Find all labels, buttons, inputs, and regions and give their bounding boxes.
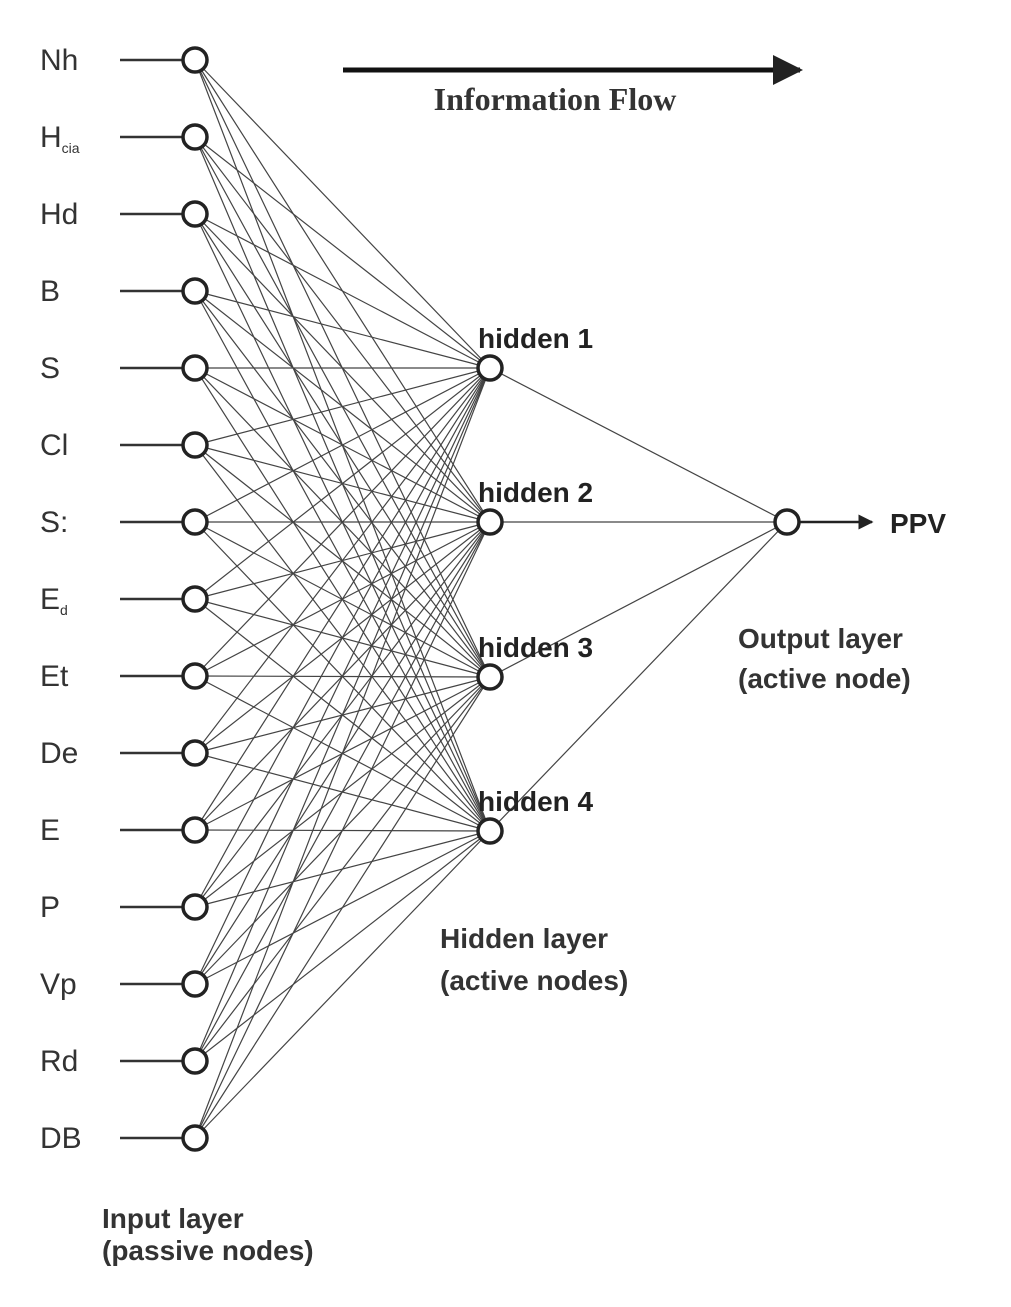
input-node-11	[181, 816, 209, 844]
hidden-label-4: hidden 4	[478, 786, 594, 817]
connection-hidden-1-output	[489, 367, 788, 523]
output-caption-line-2: (active node)	[738, 663, 911, 694]
output-layer-caption: Output layer (active node)	[738, 623, 911, 694]
output-label: PPV	[890, 508, 946, 539]
input-caption-line-2: (passive nodes)	[102, 1235, 314, 1266]
input-node-3	[181, 200, 209, 228]
input-label-13: Vp	[40, 968, 77, 1001]
input-label-1: Nh	[40, 44, 78, 77]
input-layer-caption: Input layer (passive nodes)	[102, 1203, 314, 1266]
hidden-node-1	[476, 354, 504, 382]
hidden-label-3: hidden 3	[478, 632, 593, 663]
input-label-2-main: H	[40, 121, 62, 154]
input-label-5: S	[40, 352, 60, 385]
input-label-7-main: S:	[40, 506, 68, 539]
input-label-1-main: Nh	[40, 44, 78, 77]
input-label-11: E	[40, 814, 60, 847]
connection-input-7-hidden-1	[194, 367, 491, 523]
connection-input-9-hidden-1	[194, 367, 491, 677]
input-label-3: Hd	[40, 198, 78, 231]
connection-input-15-hidden-3	[194, 676, 491, 1139]
input-label-8-sub: d	[60, 602, 68, 618]
input-label-11-main: E	[40, 814, 60, 847]
connection-input-15-hidden-4	[194, 830, 491, 1139]
connection-input-14-hidden-2	[194, 521, 491, 1062]
input-label-10: De	[40, 737, 78, 770]
output-node	[773, 508, 801, 536]
input-node-5	[181, 354, 209, 382]
input-label-6-main: Cl	[40, 429, 68, 462]
input-node-2	[181, 123, 209, 151]
connection-input-6-hidden-1	[194, 367, 491, 446]
connection-input-12-hidden-1	[194, 367, 491, 908]
input-label-13-main: Vp	[40, 968, 77, 1001]
hidden-layer-caption: Hidden layer (active nodes)	[440, 923, 628, 996]
input-label-15-main: DB	[40, 1122, 82, 1155]
connection-input-4-hidden-1	[194, 290, 491, 369]
input-caption-line-1: Input layer	[102, 1203, 244, 1234]
input-node-7	[181, 508, 209, 536]
input-label-14-main: Rd	[40, 1045, 78, 1078]
connection-input-2-hidden-1	[194, 136, 491, 369]
input-node-8	[181, 585, 209, 613]
input-node-6	[181, 431, 209, 459]
input-label-8: Ed	[40, 583, 68, 618]
hidden-layer: hidden 1 hidden 2 hidden 3 hidden 4	[476, 323, 594, 845]
connection-input-1-hidden-1	[194, 59, 491, 369]
input-label-9: Et	[40, 660, 69, 693]
input-label-2-sub: cia	[62, 140, 80, 156]
hidden-node-2	[476, 508, 504, 536]
input-layer	[181, 46, 209, 1152]
connection-input-3-hidden-1	[194, 213, 491, 369]
input-label-12-main: P	[40, 891, 60, 924]
connection-input-13-hidden-1	[194, 367, 491, 985]
input-node-4	[181, 277, 209, 305]
output-caption-line-1: Output layer	[738, 623, 903, 654]
connection-input-8-hidden-1	[194, 367, 491, 600]
connections	[194, 59, 788, 1139]
connection-input-14-hidden-3	[194, 676, 491, 1062]
connection-hidden-4-output	[489, 521, 788, 832]
input-label-12: P	[40, 891, 60, 924]
input-node-14	[181, 1047, 209, 1075]
input-node-13	[181, 970, 209, 998]
input-label-6: Cl	[40, 429, 68, 462]
input-label-5-main: S	[40, 352, 60, 385]
input-node-12	[181, 893, 209, 921]
input-label-9-main: Et	[40, 660, 69, 693]
hidden-label-2: hidden 2	[478, 477, 593, 508]
hidden-caption-line-1: Hidden layer	[440, 923, 608, 954]
input-label-4-main: B	[40, 275, 60, 308]
input-label-7: S:	[40, 506, 68, 539]
input-label-3-main: Hd	[40, 198, 78, 231]
connection-input-15-hidden-1	[194, 367, 491, 1139]
hidden-caption-line-2: (active nodes)	[440, 965, 628, 996]
input-node-1	[181, 46, 209, 74]
input-node-10	[181, 739, 209, 767]
connection-hidden-3-output	[489, 521, 788, 678]
connection-input-11-hidden-1	[194, 367, 491, 831]
input-stubs	[120, 58, 183, 1140]
hidden-node-3	[476, 663, 504, 691]
hidden-node-4	[476, 817, 504, 845]
input-node-15	[181, 1124, 209, 1152]
input-label-14: Rd	[40, 1045, 78, 1078]
input-label-8-main: E	[40, 583, 60, 616]
connection-input-14-hidden-1	[194, 367, 491, 1062]
input-label-2: Hcia	[40, 121, 80, 156]
connection-input-15-hidden-2	[194, 521, 491, 1139]
hidden-label-1: hidden 1	[478, 323, 593, 354]
information-flow-label: Information Flow	[434, 81, 677, 117]
input-label-4: B	[40, 275, 60, 308]
input-node-9	[181, 662, 209, 690]
input-label-10-main: De	[40, 737, 78, 770]
connection-input-10-hidden-1	[194, 367, 491, 754]
input-label-15: DB	[40, 1122, 82, 1155]
connection-input-14-hidden-4	[194, 830, 491, 1062]
